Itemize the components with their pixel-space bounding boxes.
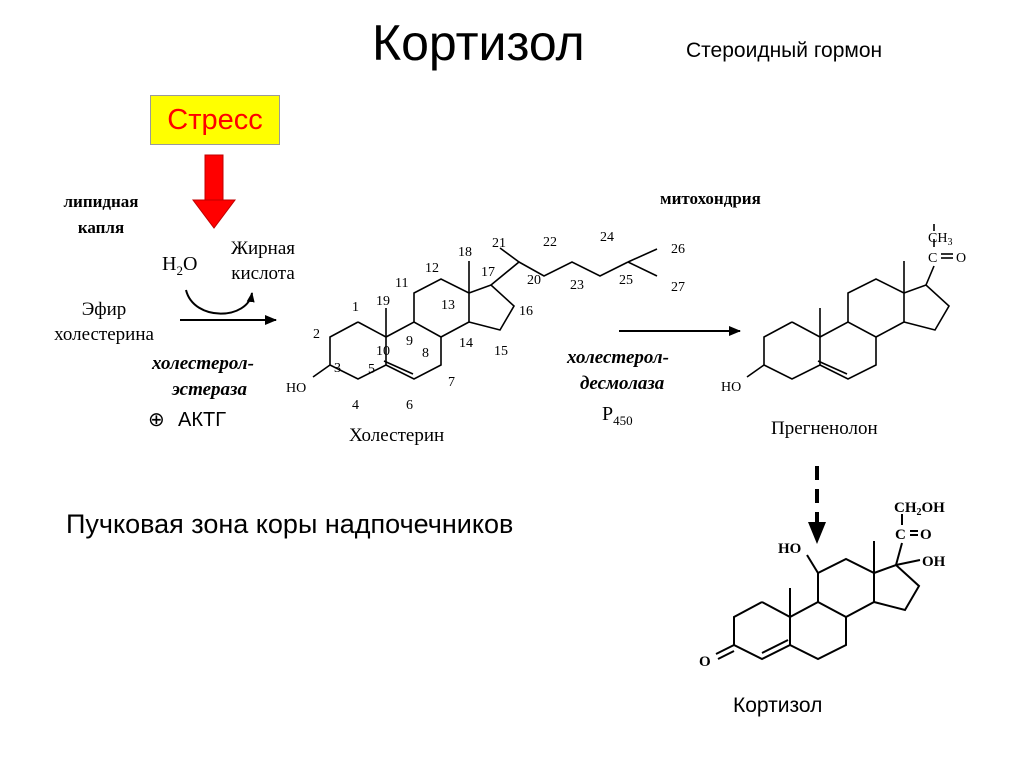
svg-text:5: 5: [368, 362, 375, 377]
cholesterol-ester-label-1: Эфир: [81, 299, 127, 320]
pregnenolone-name: Прегненолон: [771, 418, 878, 439]
page-subtitle: Стероидный гормон: [686, 39, 883, 62]
svg-text:15: 15: [494, 344, 508, 359]
svg-text:13: 13: [441, 298, 455, 313]
mitochondria-label: митохондрия: [660, 189, 761, 208]
stress-arrow: [192, 154, 236, 229]
svg-text:3: 3: [334, 361, 341, 376]
esterase-label-1: холестерол-: [152, 353, 254, 374]
cholesterol-ester-label-2: холестерина: [54, 324, 154, 345]
conversion-dashed-arrow: [808, 466, 826, 544]
fatty-acid-label-2: кислота: [231, 263, 295, 284]
hydrolysis-curve-arrow: [185, 289, 255, 315]
svg-text:14: 14: [459, 336, 473, 351]
stress-box: Стресс: [150, 95, 280, 145]
cortisol-name: Кортизол: [733, 694, 823, 717]
svg-text:16: 16: [519, 304, 533, 319]
svg-text:O: O: [920, 527, 932, 543]
svg-text:O: O: [956, 251, 966, 266]
svg-text:27: 27: [671, 280, 685, 295]
cholesterol-ho-label: HO: [286, 381, 306, 396]
svg-text:21: 21: [492, 236, 506, 251]
adrenal-zone-label: Пучковая зона коры надпочечников: [66, 509, 514, 539]
svg-text:17: 17: [481, 265, 495, 280]
cortisol-labels: HO OH CH2OH C O O: [699, 500, 946, 670]
cholesterol-name: Холестерин: [349, 425, 445, 446]
svg-text:26: 26: [671, 242, 685, 257]
activation-plus-icon: ⊕: [148, 409, 165, 431]
desmolase-label-1: холестерол-: [567, 347, 669, 368]
cortisol-structure: [715, 514, 921, 661]
svg-text:C: C: [895, 527, 906, 543]
svg-text:CH2OH: CH2OH: [894, 500, 945, 518]
svg-text:12: 12: [425, 261, 439, 276]
svg-text:CH3: CH3: [928, 231, 952, 248]
svg-text:7: 7: [448, 375, 455, 390]
svg-text:1: 1: [352, 300, 359, 315]
svg-text:10: 10: [376, 344, 390, 359]
fatty-acid-label-1: Жирная: [230, 238, 296, 259]
svg-text:OH: OH: [922, 554, 946, 570]
p450-label: P450: [602, 403, 633, 428]
svg-text:9: 9: [406, 334, 413, 349]
svg-text:25: 25: [619, 273, 633, 288]
svg-text:HO: HO: [721, 380, 741, 395]
svg-text:2: 2: [313, 327, 320, 342]
svg-text:6: 6: [406, 398, 413, 413]
svg-text:18: 18: [458, 245, 472, 260]
svg-text:4: 4: [352, 398, 359, 413]
svg-text:24: 24: [600, 230, 614, 245]
svg-text:20: 20: [527, 273, 541, 288]
page-title: Кортизол: [372, 15, 585, 71]
svg-text:HO: HO: [778, 541, 801, 557]
svg-text:19: 19: [376, 294, 390, 309]
water-label: H2O: [162, 253, 198, 278]
svg-text:8: 8: [422, 346, 429, 361]
esterase-label-2: эстераза: [172, 379, 247, 400]
pregnenolone-labels: HO CH3 C O: [721, 231, 966, 395]
desmolase-label-2: десмолаза: [580, 373, 665, 394]
lipid-drop-label-2: капля: [77, 218, 125, 237]
svg-text:22: 22: [543, 235, 557, 250]
cholesterol-atom-numbers: 1 2 3 4 5 6 7 8 9 10 11 12 13 14 15 16 1…: [313, 230, 685, 413]
svg-text:C: C: [928, 251, 937, 266]
svg-text:11: 11: [395, 276, 408, 291]
pregnenolone-structure: [746, 224, 953, 380]
lipid-drop-label-1: липидная: [63, 192, 139, 211]
cholesterol-structure: [312, 247, 658, 380]
svg-text:23: 23: [570, 278, 584, 293]
actg-label: АКТГ: [178, 409, 227, 431]
stress-label: Стресс: [167, 103, 263, 136]
svg-text:O: O: [699, 654, 711, 670]
